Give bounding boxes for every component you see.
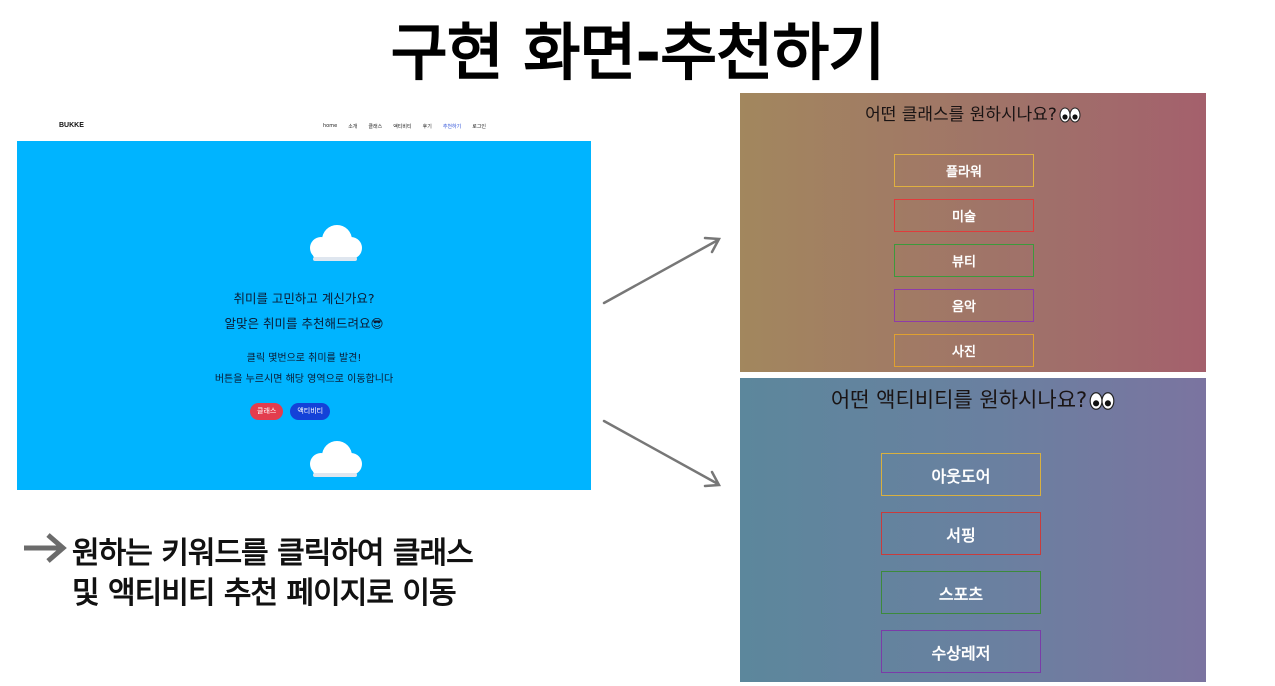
caption-line-2: 및 액티비티 추천 페이지로 이동 [72, 576, 457, 611]
site-logo[interactable]: BUKKE [59, 122, 84, 129]
hero-line-2: 알맞은 취미를 추천해드려요😎 [224, 316, 384, 331]
nav-link-class[interactable]: 클래스 [368, 124, 383, 130]
class-recommend-panel: 어떤 클래스를 원하시나요? 플라워 미술 뷰티 음악 사진 [740, 93, 1206, 372]
nav-links: home 소개 클래스 액티비티 후기 추천하기 로그인 [323, 123, 486, 130]
arrow-to-class-panel [602, 238, 720, 305]
class-option-music[interactable]: 음악 [894, 289, 1034, 322]
activity-button[interactable]: 액티비티 [290, 403, 331, 420]
cloud-icon [310, 441, 362, 477]
class-option-art[interactable]: 미술 [894, 199, 1034, 232]
activity-option-sports[interactable]: 스포츠 [881, 571, 1041, 614]
class-panel-title-text: 어떤 클래스를 원하시나요? [865, 105, 1057, 125]
nav-link-recommend[interactable]: 추천하기 [442, 124, 462, 130]
activity-option-outdoor[interactable]: 아웃도어 [881, 453, 1041, 496]
nav-link-activity[interactable]: 액티비티 [393, 124, 412, 130]
hero-buttons: 클래스 액티비티 [250, 403, 331, 420]
caption-line-1: 원하는 키워드를 클릭하여 클래스 [72, 536, 474, 571]
hero-line-1: 취미를 고민하고 계신가요? [233, 291, 375, 306]
slide-title: 구현 화면-추천하기 [390, 16, 886, 89]
hero-section: 취미를 고민하고 계신가요? 알맞은 취미를 추천해드려요😎 클릭 몇번으로 취… [17, 141, 591, 490]
site-navbar: BUKKE home 소개 클래스 액티비티 후기 추천하기 로그인 [17, 114, 591, 141]
class-option-flower[interactable]: 플라워 [894, 154, 1034, 187]
eyes-icon [1059, 107, 1081, 123]
hero-line-3: 클릭 몇번으로 취미를 발견! [246, 353, 362, 364]
activity-panel-title-text: 어떤 액티비티를 원하시나요? [830, 388, 1088, 412]
nav-link-review[interactable]: 후기 [422, 124, 432, 130]
class-option-photo[interactable]: 사진 [894, 334, 1034, 367]
activity-panel-title: 어떤 액티비티를 원하시나요? [740, 384, 1206, 414]
nav-link-login[interactable]: 로그인 [472, 124, 487, 130]
nav-link-home[interactable]: home [323, 123, 338, 129]
nav-link-about[interactable]: 소개 [348, 124, 358, 130]
class-option-beauty[interactable]: 뷰티 [894, 244, 1034, 277]
website-preview: BUKKE home 소개 클래스 액티비티 후기 추천하기 로그인 취미를 고… [17, 114, 591, 490]
activity-recommend-panel: 어떤 액티비티를 원하시나요? 아웃도어 서핑 스포츠 수상레저 [740, 378, 1206, 682]
eyes-icon [1089, 392, 1115, 410]
activity-option-water-leisure[interactable]: 수상레저 [881, 630, 1041, 673]
activity-option-surfing[interactable]: 서핑 [881, 512, 1041, 555]
class-button[interactable]: 클래스 [250, 403, 284, 420]
arrow-right-icon [24, 533, 67, 563]
arrow-to-activity-panel [602, 419, 720, 486]
hero-line-4: 버튼을 누르시면 해당 영역으로 이동합니다 [214, 374, 394, 385]
class-panel-title: 어떤 클래스를 원하시나요? [740, 100, 1206, 125]
cloud-icon [310, 225, 362, 261]
